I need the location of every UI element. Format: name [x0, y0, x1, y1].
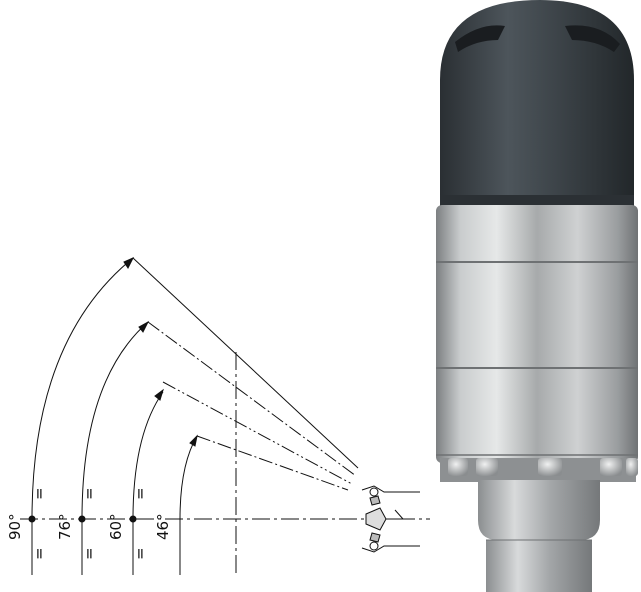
arc-76: [81, 321, 149, 575]
equal-mark-76-top: =: [80, 487, 98, 500]
nozzle-stem: [486, 540, 592, 592]
angle-label-90: 90°: [6, 513, 24, 540]
dot-60: [129, 515, 137, 523]
spray-line-76: [147, 321, 357, 477]
nozzle-cap: [440, 0, 634, 205]
tank-cleaning-nozzle-photo: [436, 0, 638, 592]
arc-90: [31, 257, 134, 575]
nozzle-symbol: [361, 485, 420, 553]
spray-line-90: [132, 257, 359, 469]
arrowhead-60: [154, 388, 164, 401]
angle-label-76: 76°: [56, 513, 74, 540]
arrowhead-46: [189, 434, 198, 447]
nozzle-hub: [478, 480, 600, 540]
angle-label-46: 46°: [154, 513, 172, 540]
equal-mark-90-top: =: [30, 487, 48, 500]
spray-line-60: [162, 381, 353, 485]
nozzle-body: [436, 205, 638, 463]
angle-labels: 90° 76° 60° 46° = = = = = =: [6, 487, 172, 560]
arrowhead-76: [138, 320, 150, 333]
spray-line-46: [196, 435, 349, 491]
spray-angle-drawing: [20, 256, 430, 575]
bolt-heads: [448, 458, 638, 476]
equal-mark-90-bottom: =: [30, 547, 48, 560]
dot-90: [28, 515, 36, 523]
arrowhead-90: [123, 256, 135, 269]
equal-mark-60-bottom: =: [131, 547, 149, 560]
equal-mark-76-bottom: =: [80, 547, 98, 560]
cap-slot-left: [455, 25, 505, 52]
dot-76: [78, 515, 86, 523]
arc-60: [132, 391, 164, 575]
cap-slot-right: [565, 25, 620, 52]
equal-mark-60-top: =: [131, 487, 149, 500]
arc-46: [179, 435, 198, 575]
angle-label-60: 60°: [107, 513, 125, 540]
